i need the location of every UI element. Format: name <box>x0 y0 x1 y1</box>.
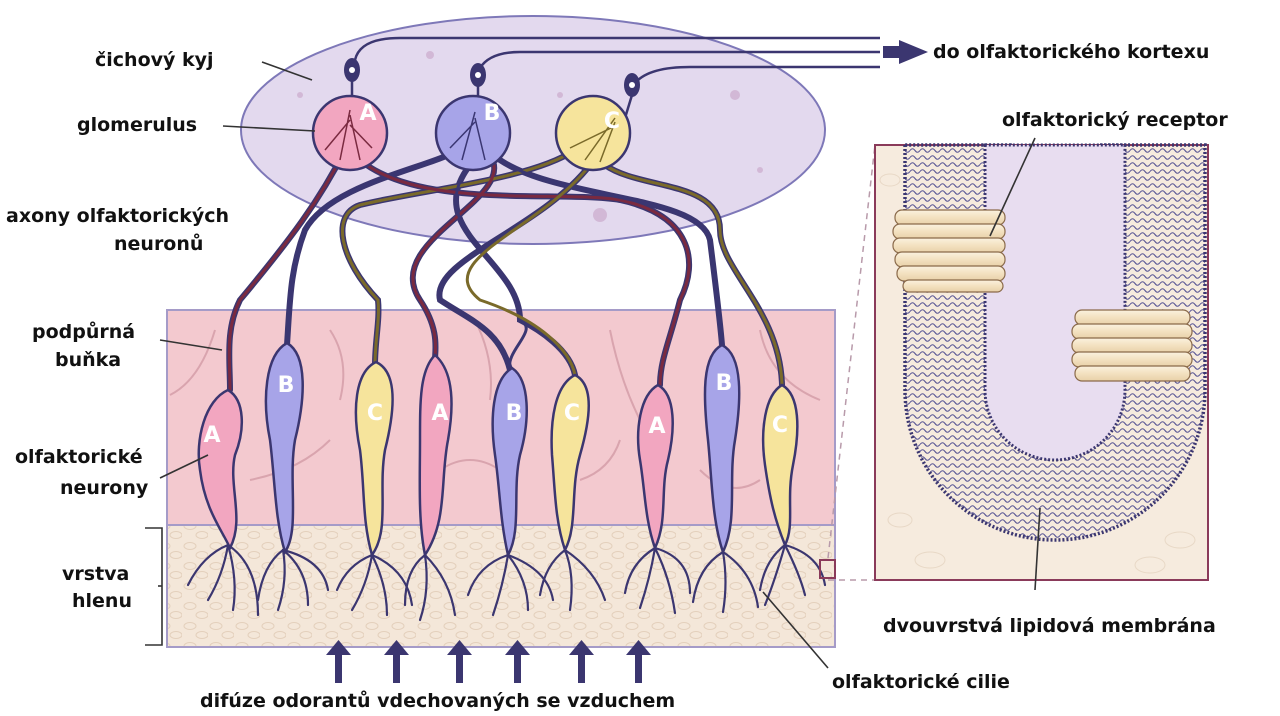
membrane-inset <box>875 145 1208 580</box>
label-neurons-line1: olfaktorické <box>15 446 143 468</box>
neuron-c-3-letter: C <box>772 413 788 438</box>
label-axons-line1: axony olfaktorických <box>6 205 229 227</box>
label-support-line1: podpůrná <box>32 320 135 343</box>
receptor-right <box>1072 310 1192 381</box>
membrane-lumen <box>985 145 1125 460</box>
label-cilia: olfaktorické cilie <box>832 671 1010 693</box>
neuron-c-1-letter: C <box>367 401 383 426</box>
glomerulus-a-letter: A <box>359 101 376 126</box>
glomerulus-b: B <box>436 96 510 170</box>
label-mucus-line2: hlenu <box>72 590 132 612</box>
glomeruli: A B C <box>313 96 630 170</box>
neuron-c-2-letter: C <box>564 401 580 426</box>
label-bulb: čichový kyj <box>95 49 214 71</box>
label-mucus-line1: vrstva <box>62 563 129 585</box>
neuron-b-2-letter: B <box>506 401 523 426</box>
receptor-left <box>893 210 1005 292</box>
neuron-a-2-letter: A <box>431 401 448 426</box>
cortex-arrow-icon <box>883 40 928 64</box>
mitral-cell-b <box>470 63 486 87</box>
label-glomerulus: glomerulus <box>77 114 197 136</box>
neuron-b-1-letter: B <box>278 373 295 398</box>
mitral-cell-a <box>344 58 360 82</box>
neuron-a-1-letter: A <box>203 423 220 448</box>
neuron-a-3-letter: A <box>648 414 665 439</box>
glomerulus-c: C <box>556 96 630 170</box>
label-receptor: olfaktorický receptor <box>1002 109 1228 131</box>
label-support-line2: buňka <box>55 349 121 371</box>
glomerulus-b-letter: B <box>484 101 501 126</box>
neuron-b-3-letter: B <box>716 371 733 396</box>
glomerulus-c-letter: C <box>604 109 620 134</box>
glomerulus-a: A <box>313 96 387 170</box>
label-neurons-line2: neurony <box>60 477 149 499</box>
mitral-cell-c <box>624 73 640 97</box>
label-diffusion: difúze odorantů vdechovaných se vzduchem <box>200 689 675 712</box>
label-membrane: dvouvrstvá lipidová membrána <box>883 615 1216 637</box>
label-axons-line2: neuronů <box>114 232 203 255</box>
label-cortex: do olfaktorického kortexu <box>933 41 1209 63</box>
